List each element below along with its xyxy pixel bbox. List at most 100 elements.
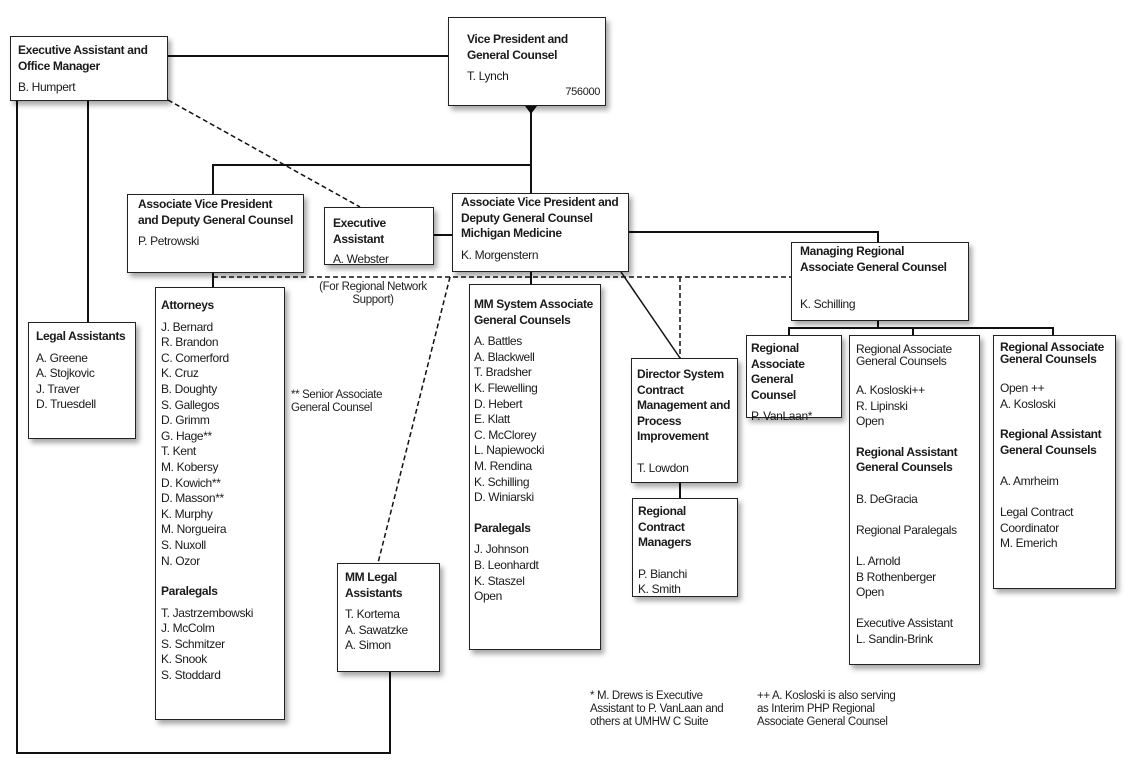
person-name: B. Leonhardt	[474, 557, 539, 572]
person-name: J. Traver	[36, 381, 80, 396]
person-name: D. Hebert	[474, 396, 523, 411]
person-name: T. Bradsher	[474, 365, 532, 380]
box-section: Regional Assistant General Counsels A. Am…	[1000, 427, 1109, 490]
footnote-drews: * M. Drews is Executive Assistant to P. …	[590, 690, 724, 728]
person-name: P. Petrowski	[138, 234, 199, 249]
person-name: D. Truesdell	[36, 397, 96, 412]
box-section: Associate Vice President and Deputy Gene…	[138, 197, 293, 250]
person-name: E. Klatt	[474, 412, 510, 427]
dashed-to-mm-legal	[377, 276, 451, 564]
person-name: T. Lynch	[467, 69, 509, 84]
box-section: Regional Assistant General Counsels B. De…	[856, 445, 973, 508]
section-heading: Associate Vice President and Deputy Gene…	[461, 195, 619, 241]
box-regional-agcs-middle: Regional Associate General Counsels A. Ko…	[849, 335, 980, 665]
person-name: D. Grimm	[161, 413, 210, 428]
section-heading: Regional Associate General Counsels	[856, 342, 952, 368]
person-name: B Rothenberger	[856, 569, 936, 584]
person-name: M. Rendina	[474, 458, 532, 473]
person-name: A. Greene	[36, 350, 88, 365]
person-name: L. Arnold	[856, 554, 901, 569]
section-heading: Paralegals	[474, 520, 531, 535]
person-name: G. Hage**	[161, 428, 212, 443]
person-name: J. Johnson	[474, 542, 529, 557]
box-section: MM System Associate General Counsels A. B…	[474, 297, 596, 506]
person-name: M. Kobersy	[161, 459, 219, 474]
person-name: B. Doughty	[161, 381, 217, 396]
person-name: D. Kowich**	[161, 475, 221, 490]
person-name: S. Nuxoll	[161, 537, 206, 552]
person-name: L. Napiewocki	[474, 443, 545, 458]
person-name: T. Jastrzembowski	[161, 605, 254, 620]
person-name: B. DeGracia	[856, 491, 918, 506]
box-section: Regional Associate General Counsels A. Ko…	[856, 343, 973, 430]
box-section: Managing Regional Associate General Coun…	[800, 244, 960, 313]
person-name: K. Smith	[638, 582, 681, 597]
person-name: T. Kent	[161, 444, 196, 459]
person-name: A. Kosloski++	[856, 383, 925, 397]
person-name: R. Lipinski	[856, 398, 908, 413]
box-section: Vice President and General Counsel T. Lyn…	[467, 32, 587, 85]
line-vp-to-avp-p	[212, 164, 531, 194]
person-name: A. Simon	[345, 638, 391, 653]
person-name: A. Webster	[333, 252, 389, 267]
person-name: A. Battles	[474, 334, 522, 349]
line-avp-mm-to-director	[620, 271, 681, 359]
person-name: S. Gallegos	[161, 397, 220, 412]
person-name: A. Blackwell	[474, 349, 535, 364]
person-name: N. Ozor	[161, 553, 200, 568]
section-heading: Executive Assistant	[856, 615, 953, 630]
section-heading: Regional Assistant General Counsels	[856, 444, 958, 475]
section-heading: Regional Associate General Counsels	[1000, 340, 1104, 366]
section-heading: Associate Vice President and Deputy Gene…	[138, 197, 293, 227]
person-name: S. Schmitzer	[161, 636, 225, 651]
person-name: K. Cruz	[161, 366, 199, 381]
section-heading: MM System Associate General Counsels	[474, 297, 593, 327]
person-name: R. Brandon	[161, 335, 219, 350]
section-heading: Paralegals	[161, 584, 218, 599]
person-name: S. Stoddard	[161, 668, 221, 683]
person-name: K. Flewelling	[474, 380, 538, 395]
person-name: Open ++	[1000, 381, 1045, 395]
person-name: A. Sawatzke	[345, 622, 408, 637]
section-heading: Regional Contract Managers	[638, 504, 692, 550]
person-name: J. Bernard	[161, 319, 213, 334]
note-regional-support: (For Regional Network Support)	[319, 281, 427, 306]
person-name: K. Staszel	[474, 573, 525, 588]
triangle-marker	[525, 106, 537, 114]
person-name: Open	[474, 589, 502, 604]
section-heading: Vice President and General Counsel	[467, 32, 568, 62]
section-heading: Regional Assistant General Counsels	[1000, 427, 1102, 457]
box-mm-system-agc: MM System Associate General Counsels A. B…	[469, 284, 601, 650]
person-name: K. Snook	[161, 652, 207, 667]
person-name: M. Emerich	[1000, 536, 1058, 551]
section-heading: Regional Paralegals	[856, 522, 957, 537]
section-heading: MM Legal Assistants	[345, 570, 403, 600]
person-name: C. McClorey	[474, 427, 537, 442]
line-managing-branch	[788, 327, 1054, 335]
person-name: A. Amrheim	[1000, 474, 1059, 489]
person-name: J. McColm	[161, 621, 215, 636]
box-avp-michigan-medicine: Associate Vice President and Deputy Gene…	[452, 193, 629, 272]
section-heading: Legal Assistants	[36, 329, 126, 343]
section-heading: Managing Regional Associate General Coun…	[800, 244, 947, 274]
box-section: Director System Contract Management and …	[637, 367, 732, 477]
dashed-ea-to-webster	[167, 99, 361, 208]
person-name: P. Bianchi	[638, 566, 687, 581]
line-ea-outer-loop	[16, 101, 391, 754]
section-heading: Regional Associate General Counsel	[751, 341, 805, 402]
